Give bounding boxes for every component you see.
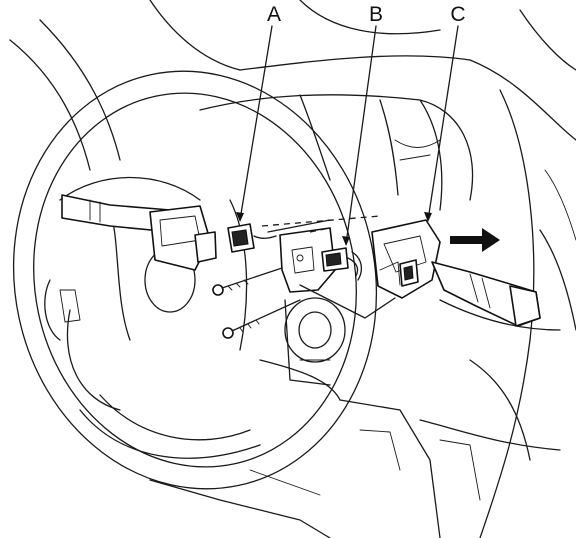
screw-upper (212, 267, 283, 296)
removal-arrow-icon (450, 228, 500, 252)
steering-wheel (12, 70, 378, 490)
callout-label-b: B (368, 3, 383, 26)
mounting-bracket (267, 219, 336, 293)
callout-label-c: C (450, 3, 466, 26)
combination-switch-c (371, 219, 441, 299)
callout-leaders (236, 25, 459, 246)
connector-a (227, 223, 277, 253)
steering-column (284, 297, 346, 386)
callout-label-a: A (266, 3, 281, 26)
screw-lower (222, 299, 301, 339)
assembly-guides (261, 215, 396, 319)
left-connector (149, 205, 217, 271)
connector-b (321, 247, 363, 281)
turn-signal-stalk (431, 261, 541, 327)
